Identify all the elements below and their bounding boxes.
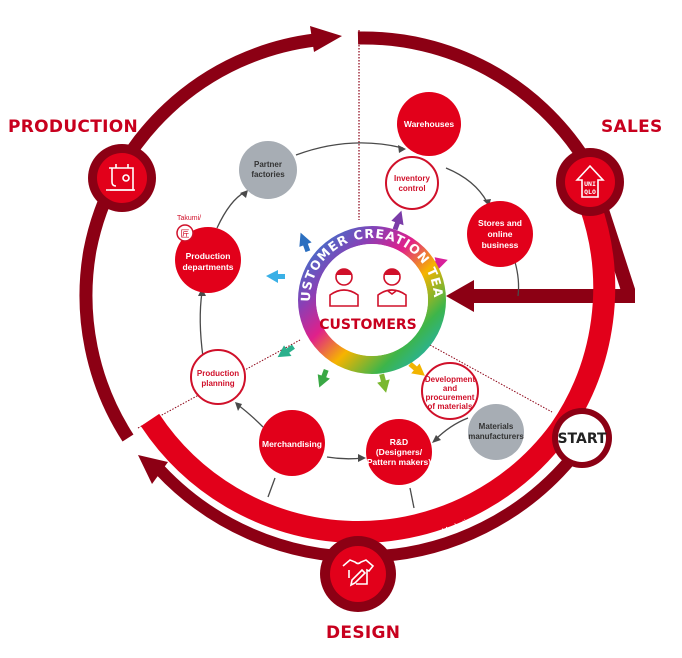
spoke-arrow-yellow bbox=[408, 362, 425, 376]
arrow-merch-to-planning bbox=[237, 404, 264, 428]
node-partner-factories[interactable]: Partner factories bbox=[239, 141, 297, 199]
node-production-departments[interactable]: Production departments bbox=[175, 227, 241, 293]
divider-right bbox=[429, 344, 553, 413]
node-production-planning[interactable]: Production planning bbox=[190, 349, 246, 405]
sales-stage-node[interactable]: UNI QLO bbox=[556, 148, 624, 216]
divider-left bbox=[137, 339, 301, 429]
arrow-prod-dept-to-partner bbox=[216, 191, 246, 229]
node-planning-label-2: planning bbox=[201, 379, 234, 388]
arrow-merch-rnd bbox=[326, 456, 364, 460]
node-partner-label-2: factories bbox=[251, 170, 285, 179]
sales-arc bbox=[357, 31, 591, 164]
node-rnd-label-2: (Designers/ bbox=[376, 447, 423, 457]
node-dev-label-1: Development bbox=[425, 375, 476, 384]
node-merchandising[interactable]: Merchandising bbox=[259, 410, 325, 476]
node-inventory-label-2: control bbox=[398, 184, 425, 193]
node-stores-online[interactable]: Stores and online business bbox=[467, 201, 533, 267]
production-label: PRODUCTION bbox=[8, 117, 138, 137]
node-rnd-label-1: R&D bbox=[390, 437, 408, 447]
sales-label: SALES bbox=[601, 117, 663, 137]
takumi-icon: 匠 bbox=[176, 224, 194, 242]
node-stores-label-1: Stores and bbox=[478, 218, 522, 228]
production-arrowhead bbox=[310, 26, 342, 52]
customers-label: CUSTOMERS bbox=[319, 317, 417, 333]
takumi-glyph: 匠 bbox=[180, 229, 189, 240]
node-materials-label-2: manufacturers bbox=[468, 432, 524, 441]
node-inventory-label-1: Inventory bbox=[394, 174, 431, 183]
node-materials-manufacturers[interactable]: Materials manufacturers bbox=[468, 404, 524, 460]
arrow-merch-down bbox=[267, 477, 276, 498]
node-proddept-label-1: Production bbox=[186, 251, 231, 261]
node-warehouses[interactable]: Warehouses bbox=[397, 92, 461, 156]
uniqlo-text-top: UNI bbox=[584, 180, 596, 188]
node-dev-label-2: and bbox=[443, 384, 457, 393]
customers-people-icon bbox=[329, 268, 407, 307]
spoke-arrow-lightgreen bbox=[377, 373, 390, 393]
node-rnd-label-3: Pattern makers) bbox=[367, 457, 431, 467]
node-planning-label-1: Production bbox=[197, 369, 239, 378]
sales-return-arrowhead bbox=[446, 280, 474, 312]
tshirt-pencil-icon bbox=[342, 559, 375, 587]
arrow-materials-to-rnd bbox=[434, 417, 469, 441]
node-proddept-label-2: departments bbox=[182, 262, 233, 272]
node-stores-label-2: online bbox=[487, 229, 512, 239]
spoke-arrow-purple bbox=[391, 210, 404, 231]
design-label: DESIGN bbox=[326, 623, 400, 643]
sewing-machine-icon bbox=[106, 164, 135, 191]
arrow-stores-down bbox=[514, 261, 520, 297]
customer-creation-team-ring[interactable]: CUSTOMER CREATION TEAM bbox=[0, 0, 446, 374]
node-merch-label: Merchandising bbox=[262, 439, 322, 449]
arrow-planning-to-prod-dept bbox=[199, 291, 204, 358]
uniqlo-store-icon: UNI QLO bbox=[575, 164, 605, 198]
node-inventory-control[interactable]: Inventory control bbox=[385, 156, 439, 210]
node-stores-label-3: business bbox=[482, 240, 519, 250]
design-arrowhead bbox=[138, 455, 168, 484]
node-dev-label-4: of materials bbox=[428, 402, 473, 411]
spoke-arrow-teal bbox=[277, 344, 295, 358]
takumi-label: Takumi/ bbox=[177, 215, 201, 222]
start-node[interactable]: START bbox=[552, 408, 612, 468]
spoke-arrow-blue bbox=[299, 232, 312, 253]
sales-return-line bbox=[470, 207, 635, 303]
main-red-arc bbox=[140, 201, 616, 544]
node-dev-label-3: procurement bbox=[426, 393, 475, 402]
node-dev-procurement[interactable]: Development and procurement of materials bbox=[421, 362, 479, 420]
spoke-arrow-lightblue bbox=[266, 270, 285, 283]
arrow-warehouses-to-stores bbox=[445, 167, 488, 203]
node-rnd[interactable]: R&D (Designers/ Pattern makers) bbox=[366, 419, 432, 485]
uniqlo-text-bottom: QLO bbox=[584, 188, 596, 196]
spoke-arrow-green bbox=[317, 368, 330, 388]
node-warehouses-label: Warehouses bbox=[404, 119, 455, 129]
start-label: START bbox=[557, 431, 607, 447]
arrow-rnd-down bbox=[409, 487, 415, 509]
node-materials-label-1: Materials bbox=[479, 422, 514, 431]
production-stage-node[interactable] bbox=[88, 144, 156, 212]
design-stage-node[interactable] bbox=[320, 536, 396, 612]
center-spoke-arrows bbox=[266, 210, 448, 393]
arrow-partner-to-warehouses bbox=[295, 142, 404, 156]
node-partner-label-1: Partner bbox=[254, 160, 282, 169]
